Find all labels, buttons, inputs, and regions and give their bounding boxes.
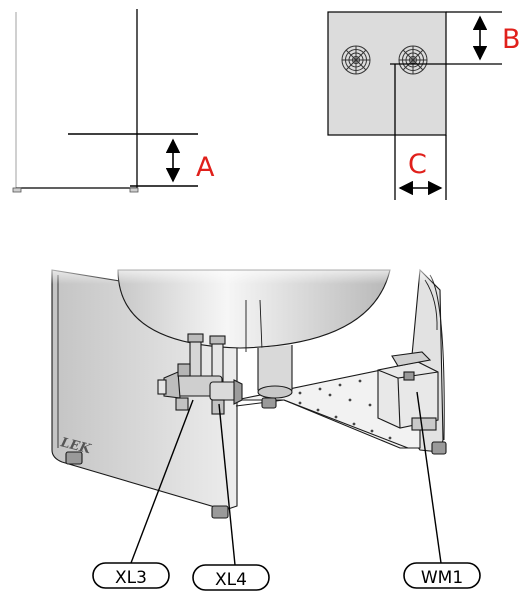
callout-wm1-leader: [416, 391, 442, 564]
unit-underside-illustration: [40, 262, 460, 519]
adjustable-feet: [65, 397, 447, 519]
water-meter-wm1: [377, 351, 439, 431]
top-view-cabinet: [327, 11, 502, 200]
callout-xl4-leader: [218, 403, 236, 566]
side-view-foot: [12, 187, 139, 193]
callout-xl3-label: XL3: [115, 568, 147, 588]
valve-assembly: [157, 363, 243, 415]
dimension-a-label: A: [196, 152, 215, 183]
callout-xl3-leader: [130, 399, 194, 564]
callout-wm1-bubble: [403, 562, 481, 589]
callout-xl4-label: XL4: [215, 570, 247, 590]
callout-wm1-label: WM1: [421, 568, 463, 588]
connection-fan-right: [398, 45, 428, 75]
callout-xl4-bubble: [192, 564, 270, 591]
water-heater-tank: [117, 269, 391, 349]
connection-fan-left: [341, 45, 371, 75]
side-view-cabinet: [12, 9, 198, 193]
callout-xl3-bubble: [92, 562, 170, 589]
dimension-b-label: B: [502, 24, 521, 55]
dimension-c-label: C: [408, 149, 427, 180]
